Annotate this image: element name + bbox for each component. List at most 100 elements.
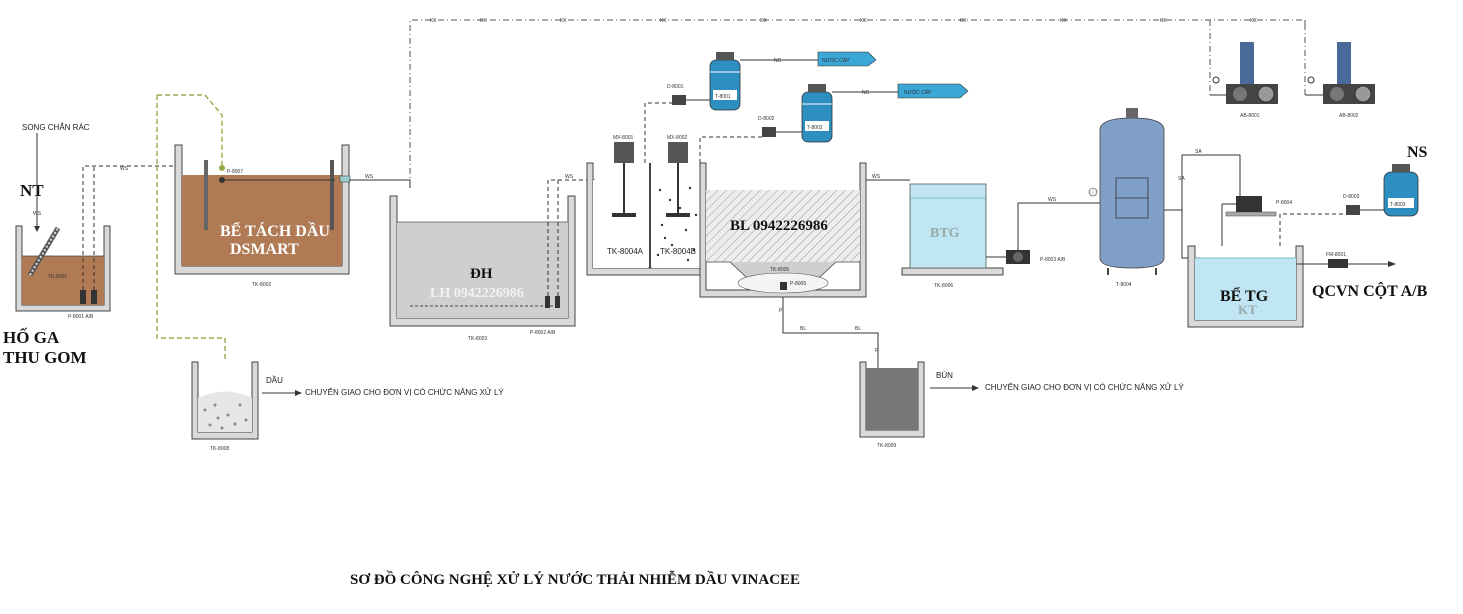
pump-icon <box>91 290 97 304</box>
pipe-tag: WS <box>365 174 374 180</box>
pipe-tag: WS <box>872 174 881 180</box>
tag-p8001: P-8001 A/B <box>68 314 94 320</box>
tank-tk8004: TK-8004A TK-8004B MX-8001 MX-8002 <box>586 135 707 276</box>
tag-d8003: D-8003 <box>1343 194 1360 200</box>
tag-ab8001: AB-8001 <box>1240 113 1260 119</box>
tag-nuoc-cap-2: NƯỚC CẤP <box>897 83 969 99</box>
label-nuoc-cap-2: NƯỚC CẤP <box>904 89 932 96</box>
pump-icon <box>80 290 86 304</box>
tank-tk8007: BỂ TG KT <box>1187 245 1304 328</box>
label-nuoc-cap-1: NƯỚC CẤP <box>822 57 850 64</box>
tag-tk8008: TK-8008 <box>210 446 229 452</box>
flow-meter-icon <box>1328 259 1348 268</box>
tag-d8001: D-8001 <box>667 84 684 90</box>
label-be-tach-dau-2: DSMART <box>230 241 299 258</box>
tank-tk8006: BTG TK-8006 <box>901 183 1004 289</box>
label-kt: KT <box>1238 302 1257 317</box>
tag-tk8006: TK-8006 <box>934 283 953 289</box>
oil-line <box>156 94 226 360</box>
tag-tk8004b: TK-8004B <box>660 247 696 256</box>
label-ho-ga-1: HỐ GA <box>3 327 60 347</box>
pipe-tag: WS <box>33 211 42 217</box>
air-tag: KK <box>1250 18 1257 24</box>
mixer-motor-icon <box>668 142 688 163</box>
tag-p8004: P-8004 <box>1276 200 1292 206</box>
diagram-title: SƠ ĐỒ CÔNG NGHỆ XỬ LÝ NƯỚC THẢI NHIỄM DẦ… <box>350 570 800 588</box>
air-tag: KK <box>560 18 567 24</box>
pump-icon <box>1236 196 1262 212</box>
pump-icon <box>545 296 550 308</box>
label-nt: NT <box>20 181 44 200</box>
pipe-tag: WS <box>1048 197 1057 203</box>
label-ho-ga-2: THU GOM <box>3 348 87 367</box>
tag-tk8004a: TK-8004A <box>607 247 644 256</box>
chem-tank-t8003: T-8003 <box>1383 164 1419 217</box>
label-be-tach-dau-1: BỂ TÁCH DẦU <box>220 221 330 240</box>
blower-ab8002: AB-8002 <box>1305 42 1375 119</box>
label-btg: BTG <box>930 226 960 241</box>
air-tag: KK <box>1060 18 1067 24</box>
label-dau: DẦU <box>266 375 283 385</box>
tag-nuoc-cap-1: NƯỚC CẤP <box>817 51 877 67</box>
tag-tk8003: TK-8003 <box>468 336 487 342</box>
tag-tk8002: TK-8002 <box>252 282 271 288</box>
filter-t8004: T-8004 <box>1088 108 1165 288</box>
tag-mx8001: MX-8001 <box>613 135 634 141</box>
label-song-chan-rac: SONG CHẮN RÁC <box>22 123 90 132</box>
tag-mx8002: MX-8002 <box>667 135 688 141</box>
tag-t8001: T-8001 <box>715 94 731 100</box>
tag-t8003: T-8003 <box>1390 202 1406 208</box>
tank-tk8008: TK-8008 <box>191 361 259 452</box>
label-ns: NS <box>1407 144 1428 161</box>
tank-tk8005: BL 0942226986 TK-8005 P-8005 <box>699 162 867 298</box>
pipe-tag: P <box>875 348 879 354</box>
air-tag: KK <box>660 18 667 24</box>
air-tag: KK <box>760 18 767 24</box>
tag-fm8001: FM-8001 <box>1326 252 1346 258</box>
dosing-pump-icon <box>672 95 686 105</box>
pipe-tag: NC <box>774 58 782 64</box>
tag-p8005: P-8005 <box>790 281 806 287</box>
chem-tank-t8002: T-8002 <box>801 84 833 143</box>
pipe-tag: BL <box>855 326 861 332</box>
pipe-tag: WS <box>120 166 129 172</box>
blower-ab8001: AB-8001 <box>1210 42 1278 119</box>
tag-d8002: D-8002 <box>758 116 775 122</box>
air-tag: KK <box>960 18 967 24</box>
label-dh: ĐH <box>470 266 493 282</box>
air-tag: KK <box>480 18 487 24</box>
chem-tank-t8001: T-8001 <box>709 52 741 111</box>
tag-p8003: P-8003 A/B <box>1040 257 1066 263</box>
tag-tk8001: TK-8001 <box>48 274 67 280</box>
air-line: KK KK KK KK KK KK KK KK KK KK <box>409 18 1306 187</box>
tag-t8004: T-8004 <box>1116 282 1132 288</box>
pipe-tag: WS <box>565 174 574 180</box>
label-qcvn: QCVN CỘT A/B <box>1312 282 1428 300</box>
pipe-tag: P-8007 <box>227 169 243 175</box>
pipe-tag: NC <box>862 90 870 96</box>
air-tag: KK <box>430 18 437 24</box>
label-lh-phone: LH 0942226986 <box>430 286 524 301</box>
pump-icon <box>555 296 560 308</box>
label-bl-phone: BL 0942226986 <box>730 218 828 234</box>
air-tag: KK <box>1160 18 1167 24</box>
label-chuyen-giao-2: CHUYỂN GIAO CHO ĐƠN VỊ CÓ CHỨC NĂNG XỬ L… <box>985 383 1184 392</box>
pipe-tag: SA <box>1178 176 1185 182</box>
tag-p8002: P-8002 A/B <box>530 330 556 336</box>
label-bun: BÙN <box>936 371 953 380</box>
tank-tk8002: P-8007 BỂ TÁCH DẦU DSMART TK-8002 <box>174 144 351 288</box>
air-tag: KK <box>860 18 867 24</box>
label-be-tg: BỂ TG <box>1220 286 1269 305</box>
tag-t8002: T-8002 <box>807 125 823 131</box>
label-chuyen-giao-1: CHUYỂN GIAO CHO ĐƠN VỊ CÓ CHỨC NĂNG XỬ L… <box>305 388 504 397</box>
mixer-motor-icon <box>614 142 634 163</box>
pipe-tag: P <box>779 308 783 314</box>
tank-tk8009: TK-8009 <box>859 361 925 449</box>
pump-icon <box>780 282 787 290</box>
pipe-tag: BL <box>800 326 806 332</box>
tank-tk8003: ĐH LH 0942226986 TK-8003 P-8002 A/B <box>389 195 576 342</box>
tag-ab8002: AB-8002 <box>1339 113 1359 119</box>
pipe-tag: SA <box>1195 149 1202 155</box>
